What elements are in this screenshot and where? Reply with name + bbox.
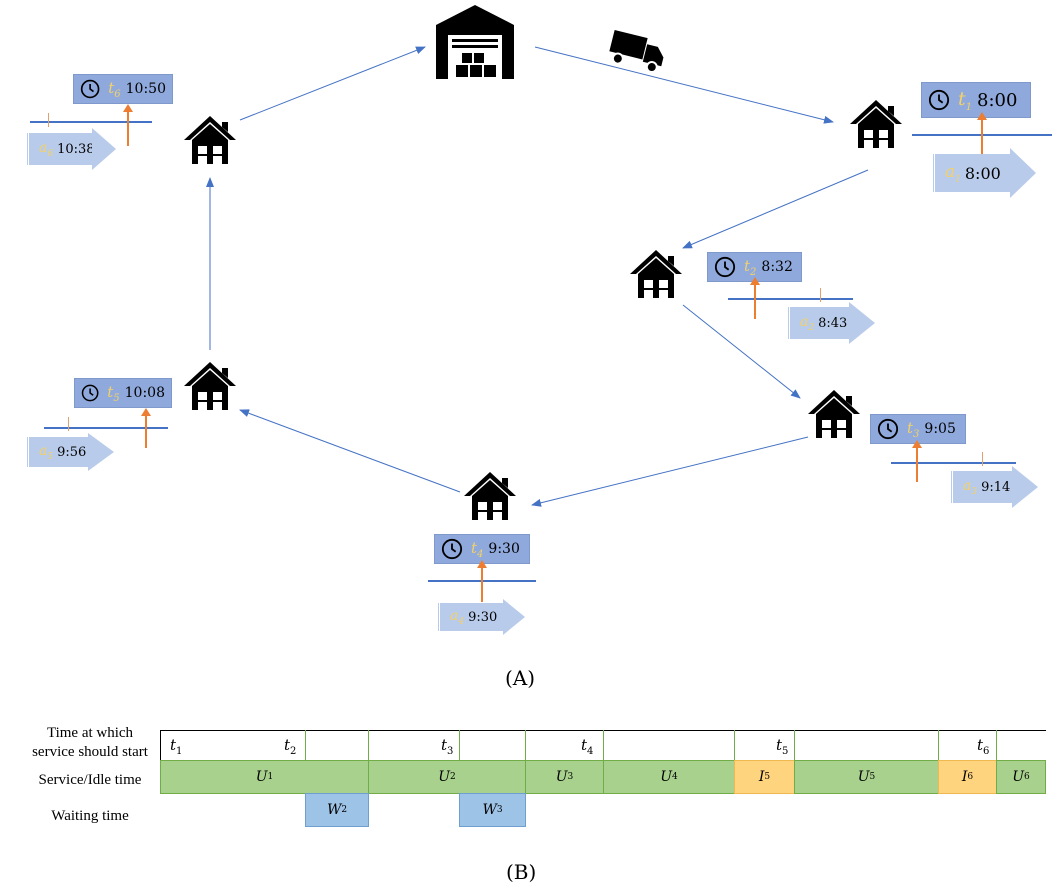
clock-icon [441,538,463,560]
route-stop3-to-stop4 [531,436,809,507]
service-start-arrow [141,408,151,448]
service-time-box-stop6: t6 10:50 [73,74,173,104]
house-icon-stop6 [182,114,238,166]
time-row-divider [459,730,460,760]
time-label-t4: t4 [581,736,594,757]
service-start-arrow [977,112,987,158]
timeline [891,462,1016,464]
arrival-time-value: 10:38 [57,141,95,157]
time-label-t3: t3 [441,736,454,757]
truck-icon [608,29,666,74]
time-label-t2: t2 [284,736,297,757]
arrival-tick [982,452,983,466]
service-time-box-stop5: t5 10:08 [74,378,172,408]
time-row-divider [525,730,526,760]
clock-icon [81,384,99,402]
timeline [44,427,168,429]
service-time-box-stop1: t1 8:00 [921,82,1031,118]
house-icon-stop3 [806,388,862,440]
route-diagram [206,46,869,507]
time-row-left-border [160,730,161,760]
route-stop4-to-stop5 [239,409,461,493]
timeline [30,121,152,123]
route-stop1-to-stop2 [682,169,869,249]
time-label-t1: t1 [170,736,183,757]
clock-icon [714,256,736,278]
clock-icon [80,79,100,99]
arrival-time-value: 8:43 [818,315,848,331]
service-time-value: 10:50 [125,81,166,97]
timeline [728,298,853,300]
clock-icon [928,89,950,111]
service-start-arrow [123,104,133,146]
caption-b: (B) [506,860,537,884]
clock-icon [877,418,899,440]
warehouse-icon [436,5,514,79]
arrival-time-value: 9:14 [981,479,1011,495]
service-time-value: 8:32 [761,259,793,275]
route-stop6-to-depot [239,46,426,121]
time-row-divider [305,730,306,760]
row-label-time: Time at which service should start [32,725,148,760]
service-time-value: 9:05 [924,421,956,437]
arrival-time-value: 8:00 [964,163,1001,183]
service-start-arrow [750,277,760,319]
row-label-service: Service/Idle time [38,772,142,788]
route-depot-to-stop1 [534,46,834,124]
time-label-t5: t5 [776,736,789,757]
arrival-tick [820,288,821,302]
house-icon-stop4 [462,470,518,522]
house-icon-stop2 [628,248,684,300]
row-label-waiting: Waiting time [51,808,129,824]
service-time-value: 9:30 [488,541,520,557]
service-start-arrow [477,560,487,602]
caption-a: (A) [505,666,536,690]
service-time-value: 10:08 [124,385,165,401]
time-row-divider [603,730,604,760]
arrival-tick [48,113,49,127]
arrival-tick [68,417,69,431]
time-row-divider [368,730,369,760]
house-icon-stop5 [182,360,238,412]
time-row-divider [996,730,997,760]
house-icon-stop1 [848,98,904,150]
time-label-t6: t6 [977,736,990,757]
time-row-divider [794,730,795,760]
arrival-time-value: 9:56 [57,444,87,460]
service-time-value: 8:00 [977,89,1018,111]
time-row-divider [734,730,735,760]
time-row-divider [938,730,939,760]
arrival-time-value: 9:30 [468,609,498,625]
service-time-symbol: t1 [958,87,973,113]
service-start-arrow [912,440,922,482]
service-time-box-stop3: t3 9:05 [870,414,966,444]
route-stop2-to-stop3 [682,304,801,399]
